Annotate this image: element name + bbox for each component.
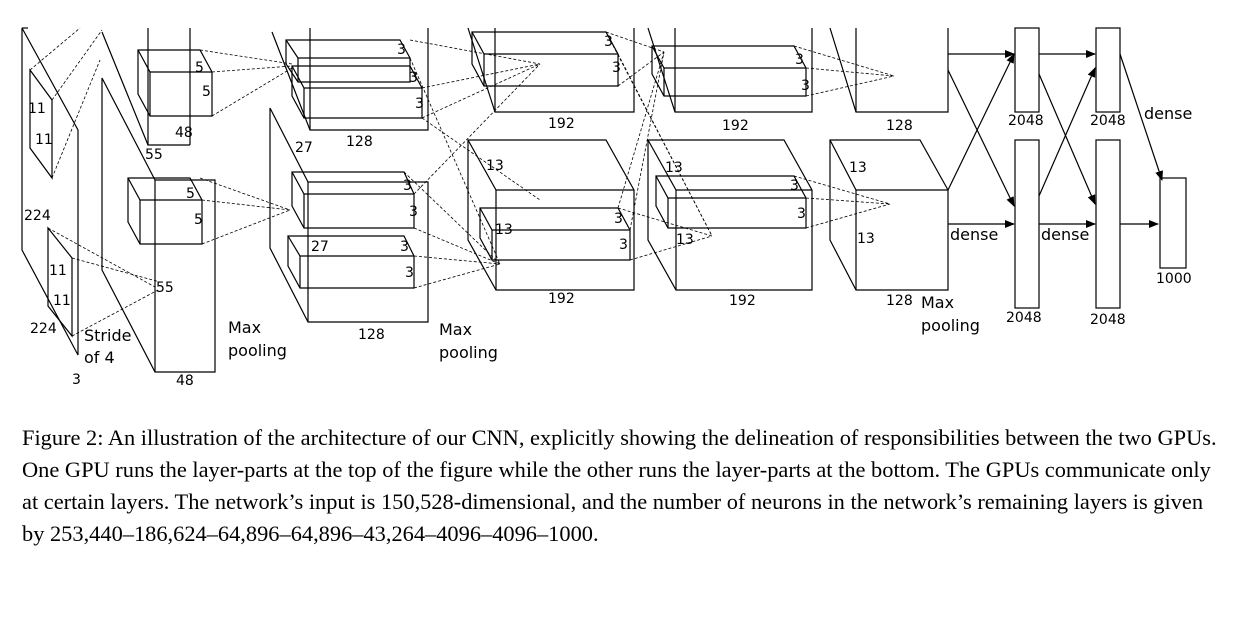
dense-layers	[1014, 27, 1187, 309]
input-dashed-lines	[29, 27, 161, 337]
caption-label: Figure 2:	[22, 425, 104, 450]
conv1-dashed-lines	[199, 49, 293, 245]
conv2-top-kernel-1: 3	[397, 42, 406, 58]
dense-label-2: dense	[1041, 225, 1089, 244]
conv4-bottom-kernel-1: 3	[790, 178, 799, 194]
conv5-side: 13	[849, 160, 867, 176]
conv4-bottom-kernel-2: 3	[797, 206, 806, 222]
input-width-label: 224	[30, 321, 57, 337]
conv3-top-kernel-1: 3	[604, 34, 613, 50]
fc6-top-label: 2048	[1008, 113, 1044, 129]
cnn-architecture-diagram: 11 11 224 11 11 224 Stride of 4 3 5 5 48…	[21, 27, 1192, 389]
conv2-bottom-kernel-2: 3	[409, 204, 418, 220]
conv1-side-bottom: 55	[156, 280, 174, 296]
dense-label-1: dense	[950, 225, 998, 244]
conv2-side: 27	[295, 140, 313, 156]
fc7-top-label: 2048	[1090, 113, 1126, 129]
input-kernel-bottom-w: 11	[53, 293, 71, 309]
conv2-top-depth: 128	[346, 134, 373, 150]
conv4-volumes	[647, 27, 813, 291]
conv3-bottom-depth: 192	[548, 291, 575, 307]
conv2-side-bottom: 27	[311, 239, 329, 255]
conv4-bottom-depth: 192	[729, 293, 756, 309]
conv1-top-kernel-1: 5	[195, 60, 204, 76]
input-depth-label: 3	[72, 372, 81, 388]
pool1-line2: pooling	[228, 341, 287, 360]
output-label: 1000	[1156, 271, 1192, 287]
conv3-side-bottom: 13	[495, 222, 513, 238]
conv3-top-depth: 192	[548, 116, 575, 132]
conv2-bottom-depth: 128	[358, 327, 385, 343]
conv1-top-depth: 48	[175, 125, 193, 141]
conv2-top-kernel-3: 3	[415, 96, 424, 112]
conv4-side: 13	[665, 160, 683, 176]
conv4-top-depth: 192	[722, 118, 749, 134]
stride-line2: of 4	[84, 348, 115, 367]
conv1-bottom-kernel-2: 5	[194, 212, 203, 228]
caption-text: An illustration of the architecture of o…	[22, 425, 1217, 546]
fc7-bottom-label: 2048	[1090, 312, 1126, 328]
conv3-bottom-kernel-1: 3	[614, 211, 623, 227]
conv1-bottom-kernel-1: 5	[186, 186, 195, 202]
conv2-bottom-kernel-4: 3	[405, 265, 414, 281]
conv3-dashed-lines	[605, 31, 713, 261]
conv4-side-bottom: 13	[676, 232, 694, 248]
fc6-bottom-label: 2048	[1006, 310, 1042, 326]
conv2-top-kernel-2: 3	[409, 70, 418, 86]
input-kernel-bottom-h: 11	[49, 263, 67, 279]
pool1-line1: Max	[228, 318, 261, 337]
conv4-dashed-lines	[793, 45, 895, 229]
conv3-side: 13	[486, 158, 504, 174]
conv1-top-kernel-2: 5	[202, 84, 211, 100]
conv1-volumes	[101, 28, 216, 373]
conv5-top-depth: 128	[886, 118, 913, 134]
conv3-bottom-kernel-2: 3	[619, 237, 628, 253]
pool2-line2: pooling	[439, 343, 498, 362]
stride-line1: Stride	[84, 326, 131, 345]
conv1-bottom-depth: 48	[176, 373, 194, 389]
conv4-top-kernel-1: 3	[795, 52, 804, 68]
conv5-bottom-depth: 128	[886, 293, 913, 309]
conv2-bottom-kernel-3: 3	[400, 239, 409, 255]
input-kernel-top-w: 11	[35, 132, 53, 148]
pool2-line1: Max	[439, 320, 472, 339]
conv3-top-kernel-2: 3	[612, 60, 621, 76]
pool3-line2: pooling	[921, 316, 980, 335]
conv4-top-kernel-2: 3	[801, 78, 810, 94]
dense-arrows	[947, 50, 1163, 228]
conv5-side-bottom: 13	[857, 231, 875, 247]
pool3-line1: Max	[921, 293, 954, 312]
input-height-label: 224	[24, 208, 51, 224]
input-kernel-top-h: 11	[28, 101, 46, 117]
conv2-dashed-lines	[403, 39, 541, 289]
conv1-side: 55	[145, 147, 163, 163]
conv2-bottom-kernel-1: 3	[403, 178, 412, 194]
figure-caption: Figure 2: An illustration of the archite…	[22, 422, 1222, 550]
dense-label-output: dense	[1144, 104, 1192, 123]
conv5-volumes	[829, 27, 949, 291]
